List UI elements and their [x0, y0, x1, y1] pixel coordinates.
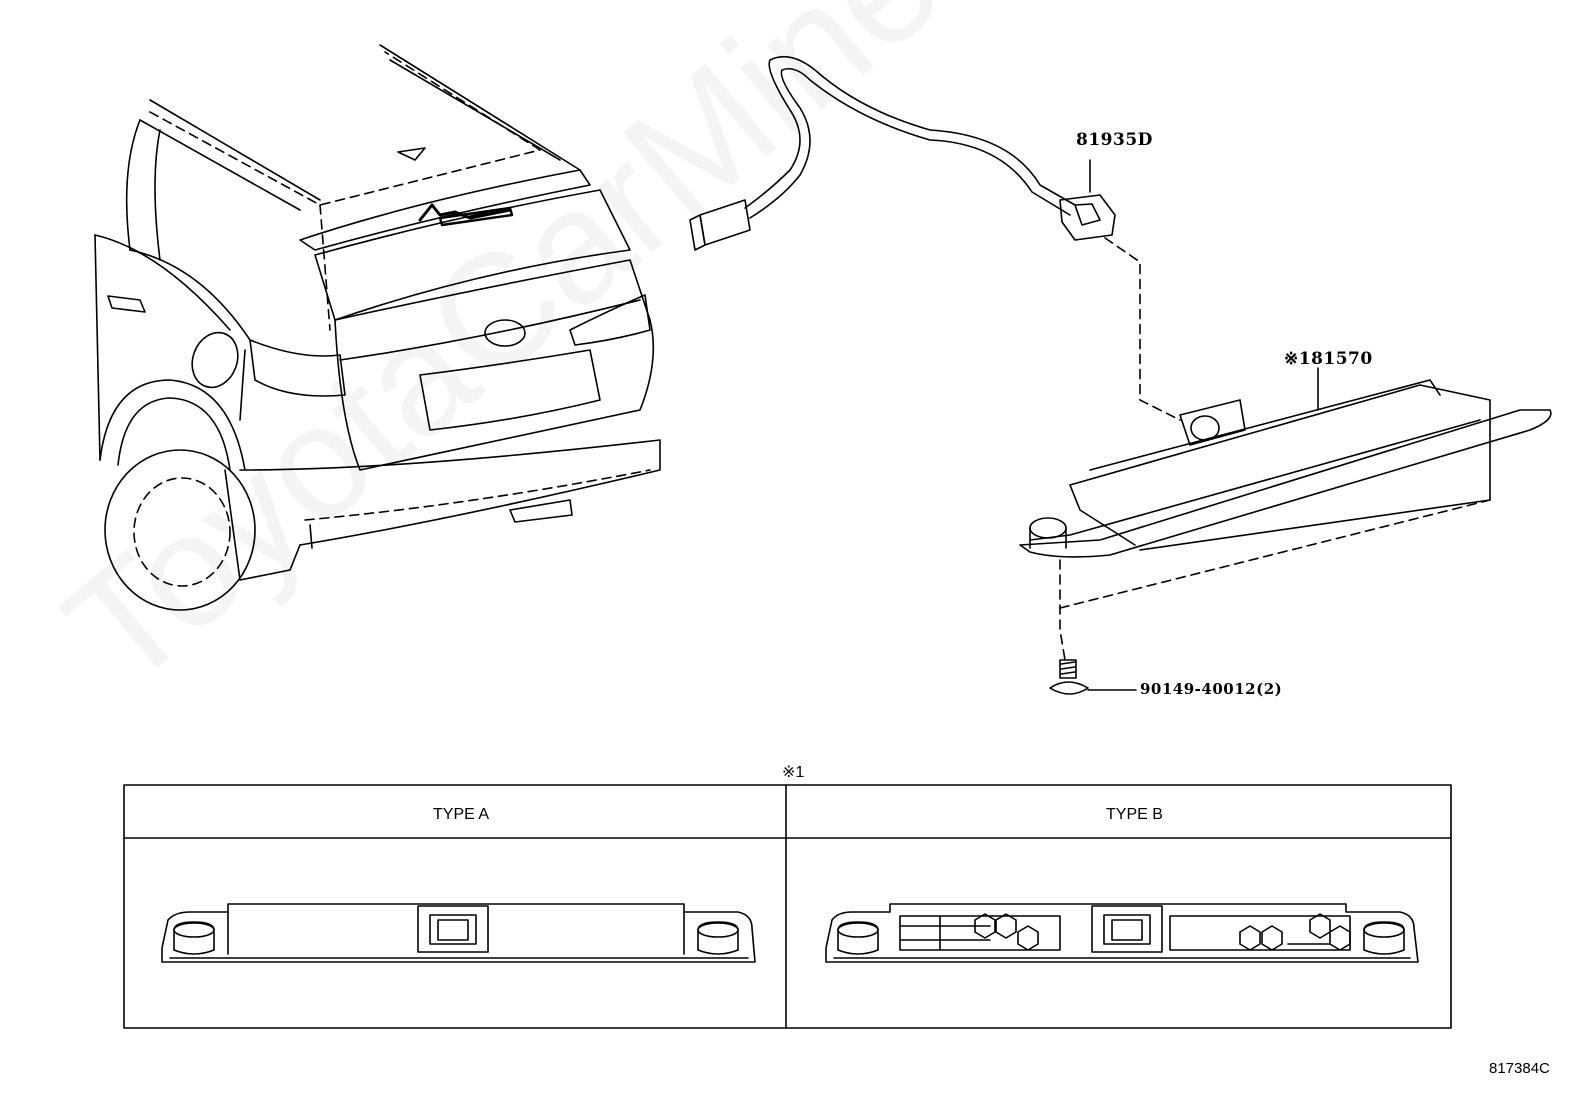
callout-81570: ※181570 — [1284, 349, 1373, 369]
table-header-type-a: TYPE A — [433, 806, 490, 823]
table-note: ※1 — [782, 764, 805, 781]
vehicle-illustration — [94, 44, 661, 611]
type-b-lamp — [825, 903, 1419, 963]
figure-id: 817384C — [1489, 1060, 1550, 1077]
stop-lamp-81570 — [1019, 367, 1552, 661]
wire-harness-81935D — [689, 55, 1181, 421]
screw-90149-40012 — [1049, 659, 1137, 695]
callout-81935D: 81935D — [1076, 130, 1153, 150]
type-a-lamp — [161, 903, 756, 963]
variant-table — [123, 784, 1452, 1029]
callout-90149-40012: 90149-40012(2) — [1140, 680, 1283, 698]
table-header-type-b: TYPE B — [1106, 806, 1163, 823]
